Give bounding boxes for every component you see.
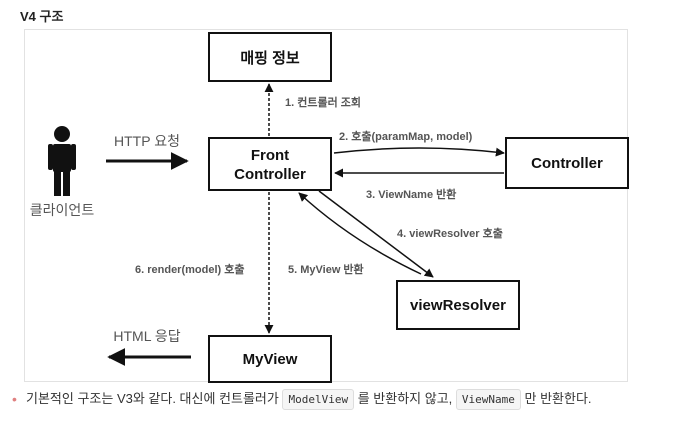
mapping-info-box xyxy=(208,32,332,82)
description-text-after: 만 반환한다. xyxy=(524,391,592,406)
description-line: • 기본적인 구조는 V3와 같다. 대신에 컨트롤러가 ModelView 를 … xyxy=(12,388,672,410)
step4-arrow xyxy=(318,190,434,278)
diagram-frame: 클라이언트 HTTP 요청 HTML 응답 매핑 정보 Front Contro… xyxy=(24,29,629,383)
view-resolver-box xyxy=(396,280,520,330)
front-controller-box xyxy=(208,137,332,191)
html-response-label: HTML 응답 xyxy=(113,328,180,344)
step2-label: 2. 호출(paramMap, model) xyxy=(339,129,473,143)
http-request-label: HTTP 요청 xyxy=(114,133,180,149)
step5-label: 5. MyView 반환 xyxy=(288,262,364,276)
description-text-before: 기본적인 구조는 V3와 같다. 대신에 컨트롤러가 xyxy=(26,391,279,406)
code-view-name: ViewName xyxy=(455,389,521,410)
section-heading: V4 구조 xyxy=(20,9,64,24)
front-controller-label-line1: Front xyxy=(251,147,289,164)
step5-arrow xyxy=(298,192,422,275)
step2-arrow xyxy=(333,147,505,157)
step1-label: 1. 컨트롤러 조회 xyxy=(285,95,361,109)
view-resolver-label: viewResolver xyxy=(410,297,506,314)
mapping-info-label: 매핑 정보 xyxy=(240,49,300,67)
bullet-marker: • xyxy=(12,391,17,407)
step3-label: 3. ViewName 반환 xyxy=(366,187,456,201)
code-model-view: ModelView xyxy=(282,389,355,410)
controller-label: Controller xyxy=(531,155,603,172)
step6-label: 6. render(model) 호출 xyxy=(135,262,244,276)
my-view-label: MyView xyxy=(243,351,298,368)
description-text-middle: 를 반환하지 않고, xyxy=(357,391,453,406)
my-view-box xyxy=(208,335,332,383)
front-controller-label-line2: Controller xyxy=(234,166,306,183)
client-label: 클라이언트 xyxy=(30,202,95,218)
controller-box xyxy=(505,137,629,189)
step4-label: 4. viewResolver 호출 xyxy=(397,226,503,240)
client-person-icon xyxy=(48,126,76,196)
